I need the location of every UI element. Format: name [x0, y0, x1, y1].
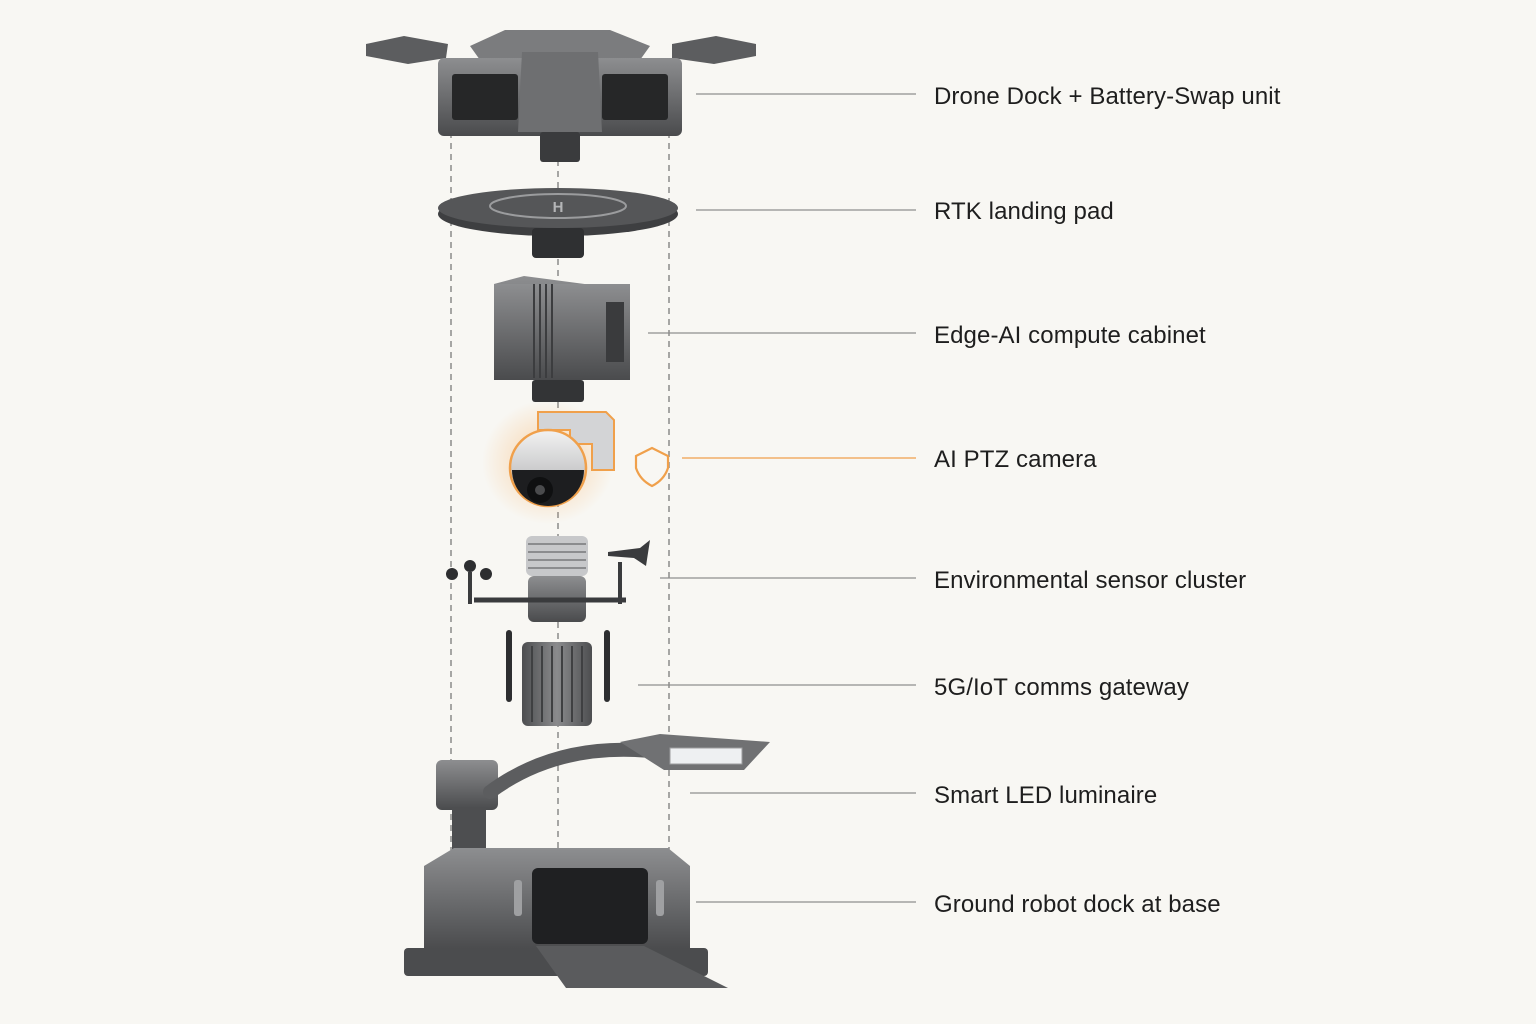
- edge-ai-illustration: [494, 276, 630, 402]
- env-sensor-illustration: [446, 536, 650, 622]
- label-rtk-pad: RTK landing pad: [934, 198, 1114, 225]
- label-edge-ai: Edge-AI compute cabinet: [934, 322, 1206, 349]
- drone-dock-illustration: [366, 30, 756, 162]
- shield-icon: [634, 446, 670, 488]
- label-drone-dock: Drone Dock + Battery-Swap unit: [934, 83, 1281, 110]
- leader-lines: [638, 93, 916, 903]
- gateway-illustration: [506, 630, 610, 726]
- rtk-pad-illustration: H: [438, 188, 678, 258]
- ptz-camera-illustration: [482, 400, 615, 524]
- label-ptz-camera: AI PTZ camera: [934, 446, 1097, 473]
- label-gateway: 5G/IoT comms gateway: [934, 674, 1189, 701]
- label-led: Smart LED luminaire: [934, 782, 1158, 809]
- robot-dock-illustration: [404, 848, 728, 988]
- label-env-sensor: Environmental sensor cluster: [934, 567, 1247, 594]
- led-illustration: [436, 734, 770, 858]
- label-robot-dock: Ground robot dock at base: [934, 891, 1221, 918]
- svg-text:H: H: [553, 199, 564, 216]
